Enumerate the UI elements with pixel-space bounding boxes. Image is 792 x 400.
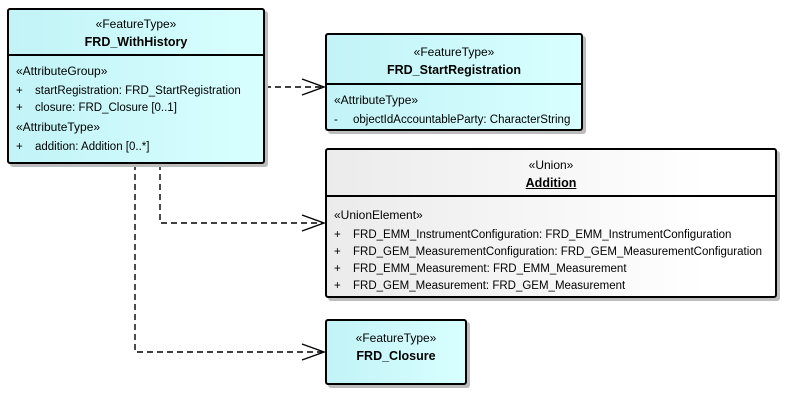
- attribute-row[interactable]: - objectIdAccountableParty: CharacterStr…: [334, 112, 576, 129]
- visibility-marker: +: [334, 246, 341, 258]
- attribute-row[interactable]: + closure: FRD_Closure [0..1]: [16, 100, 258, 117]
- attribute-text: FRD_GEM_Measurement: FRD_GEM_Measurement: [353, 280, 626, 292]
- attribute-text: addition: Addition [0..*]: [35, 141, 150, 153]
- attribute-row[interactable]: + FRD_EMM_Measurement: FRD_EMM_Measureme…: [334, 261, 770, 278]
- dependency-arrow-withhistory-to-addition[interactable]: [159, 164, 327, 232]
- class-box-frd-closure[interactable]: «FeatureType» FRD_Closure: [325, 319, 467, 385]
- attribute-text: startRegistration: FRD_StartRegistration: [35, 85, 241, 97]
- visibility-marker: +: [16, 85, 23, 97]
- visibility-marker: +: [334, 229, 341, 241]
- class-header: «Union» Addition: [327, 150, 775, 197]
- attribute-text: closure: FRD_Closure [0..1]: [35, 102, 177, 114]
- section-heading: «UnionElement»: [334, 208, 423, 222]
- stereotype-label: «FeatureType»: [355, 331, 437, 345]
- attribute-row[interactable]: + FRD_EMM_InstrumentConfiguration: FRD_E…: [334, 227, 770, 244]
- class-name: Addition: [525, 176, 577, 190]
- dependency-arrow-withhistory-to-startregistration[interactable]: [265, 78, 327, 96]
- stereotype-label: «FeatureType»: [413, 45, 495, 59]
- class-header: «FeatureType» FRD_StartRegistration: [327, 35, 581, 85]
- attribute-row[interactable]: + FRD_GEM_MeasurementConfiguration: FRD_…: [334, 244, 770, 261]
- class-box-frd-withhistory[interactable]: «FeatureType» FRD_WithHistory «Attribute…: [7, 8, 265, 164]
- attribute-row[interactable]: + startRegistration: FRD_StartRegistrati…: [16, 83, 258, 100]
- class-header: «FeatureType» FRD_WithHistory: [9, 10, 263, 56]
- visibility-marker: +: [16, 141, 23, 153]
- attribute-row[interactable]: + FRD_GEM_Measurement: FRD_GEM_Measureme…: [334, 278, 770, 295]
- attributes-compartment: «UnionElement» + FRD_EMM_InstrumentConfi…: [327, 197, 775, 295]
- class-name: FRD_Closure: [356, 349, 436, 363]
- stereotype-label: «Union»: [528, 158, 574, 172]
- class-box-frd-startregistration[interactable]: «FeatureType» FRD_StartRegistration «Att…: [325, 33, 583, 131]
- attribute-row[interactable]: + addition: Addition [0..*]: [16, 139, 258, 156]
- visibility-marker: +: [16, 102, 23, 114]
- attribute-text: FRD_GEM_MeasurementConfiguration: FRD_GE…: [353, 246, 763, 258]
- visibility-marker: -: [334, 114, 338, 126]
- stereotype-label: «FeatureType»: [95, 17, 177, 31]
- attribute-text: objectIdAccountableParty: CharacterStrin…: [353, 114, 571, 126]
- attributes-compartment: «AttributeGroup» + startRegistration: FR…: [9, 56, 263, 156]
- class-name: FRD_WithHistory: [84, 35, 188, 49]
- section-heading: «AttributeType»: [16, 120, 101, 134]
- class-name: FRD_StartRegistration: [386, 63, 522, 77]
- attributes-compartment: «AttributeType» - objectIdAccountablePar…: [327, 85, 581, 129]
- class-header: «FeatureType» FRD_Closure: [327, 321, 465, 383]
- attribute-text: FRD_EMM_InstrumentConfiguration: FRD_EMM…: [353, 229, 732, 241]
- class-box-addition-union[interactable]: «Union» Addition «UnionElement» + FRD_EM…: [325, 148, 777, 298]
- visibility-marker: +: [334, 280, 341, 292]
- dependency-arrow-withhistory-to-closure[interactable]: [134, 164, 327, 361]
- section-heading: «AttributeGroup»: [16, 64, 108, 78]
- visibility-marker: +: [334, 263, 341, 275]
- section-heading: «AttributeType»: [334, 93, 419, 107]
- attribute-text: FRD_EMM_Measurement: FRD_EMM_Measurement: [353, 263, 627, 275]
